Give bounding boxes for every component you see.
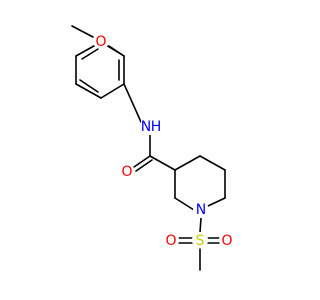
bond-ring-3	[75, 83, 102, 99]
atom-nh-amide: N H	[141, 117, 162, 135]
atom-labels: O N H O N S O O	[93, 33, 235, 249]
atom-n-ring: N	[193, 202, 209, 218]
bond-ring-2	[100, 83, 125, 99]
atom-h-amide-label: H	[151, 119, 162, 135]
atom-o-sulfonyl-right-label: O	[221, 233, 232, 249]
atom-o-sulfonyl-left: O	[163, 232, 179, 249]
bond-pip-6	[174, 155, 201, 171]
atom-o-sulfonyl-right: O	[219, 232, 235, 249]
bond-pip-2	[174, 197, 195, 211]
bond-methyl-o	[71, 25, 94, 38]
atom-o-carbonyl-label: O	[121, 164, 132, 180]
atom-s-sulfonyl-label: S	[196, 233, 205, 249]
bond-pip-3	[207, 197, 226, 207]
bond-ring-nh	[123, 83, 142, 123]
bond-ring-inner-b	[79, 79, 99, 93]
molecule-structure: O N H O N S O O	[71, 25, 235, 271]
atom-s-sulfonyl: S	[192, 232, 208, 249]
atom-o-methoxy-label: O	[95, 34, 106, 50]
atom-o-methoxy: O	[93, 33, 109, 50]
atom-n-amide-label: N	[141, 119, 151, 135]
bond-ring-inner-c	[81, 48, 99, 60]
bond-pip-5	[199, 155, 226, 171]
bond-n-s	[199, 217, 202, 233]
atom-o-sulfonyl-left-label: O	[165, 233, 176, 249]
bond-c-o-1	[133, 155, 151, 168]
atom-o-carbonyl: O	[119, 164, 135, 180]
bond-c-o-2	[135, 159, 153, 172]
bond-c-c3	[149, 155, 176, 171]
bonds	[71, 25, 226, 271]
atom-n-ring-label: N	[196, 202, 206, 218]
